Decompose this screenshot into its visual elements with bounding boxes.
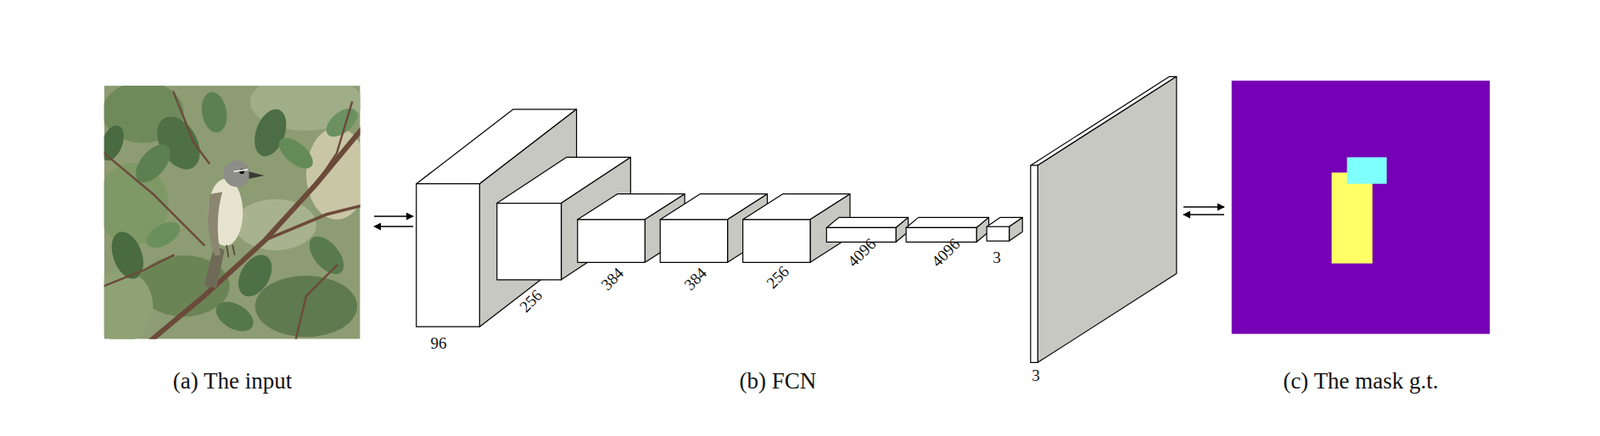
panel-caption: (b) FCN bbox=[739, 367, 817, 395]
mask-image bbox=[1231, 80, 1490, 335]
figure-panel: (a) The input bbox=[104, 85, 361, 396]
figure-panel: (c) The mask g.t. bbox=[1231, 80, 1490, 396]
channel-count: 4096 bbox=[844, 234, 880, 271]
flow-arrow bbox=[1183, 213, 1225, 215]
panel-caption: (a) The input bbox=[173, 367, 292, 395]
channel-count: 384 bbox=[680, 263, 711, 295]
channel-count: 3 bbox=[992, 248, 1002, 268]
channel-count: 256 bbox=[515, 285, 547, 317]
channel-count: 3 bbox=[1031, 366, 1041, 386]
channel-count: 4096 bbox=[928, 234, 964, 271]
figure-panel: (b) FCN bbox=[416, 76, 1177, 396]
channel-count: 96 bbox=[430, 334, 448, 353]
input-photo bbox=[104, 85, 361, 340]
channel-count: 256 bbox=[762, 262, 794, 293]
flow-arrow bbox=[374, 215, 414, 217]
panel-caption: (c) The mask g.t. bbox=[1282, 367, 1438, 395]
fcn-blocks bbox=[416, 76, 1177, 363]
flow-arrow bbox=[374, 225, 414, 227]
channel-count: 384 bbox=[597, 263, 628, 295]
flow-arrow bbox=[1183, 206, 1225, 207]
